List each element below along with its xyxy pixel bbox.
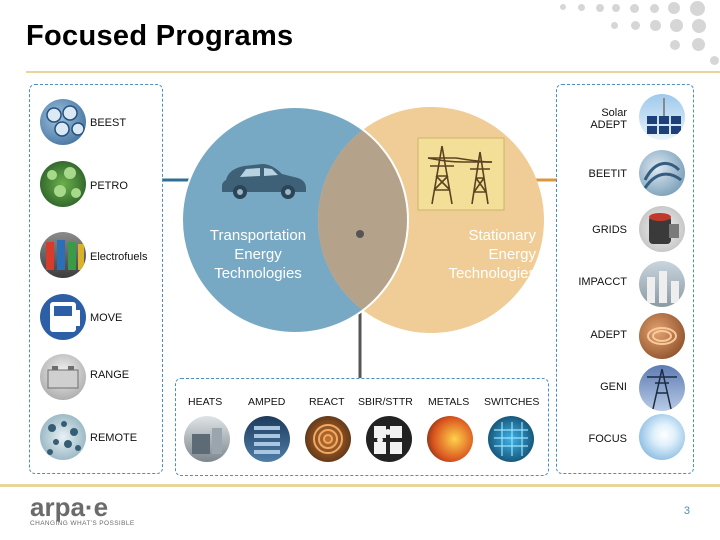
left-program-label: REMOTE [90,432,138,444]
transmission-tower-icon [639,365,685,411]
copper-coil-icon [639,313,685,359]
page-number: 3 [683,505,690,517]
bottom-program-label: REACT [309,396,345,408]
left-program-label: PETRO [90,180,128,192]
left-program-label: MOVE [90,312,123,324]
fuel-pumps-icon [40,232,86,278]
logo-tagline: CHANGING WHAT'S POSSIBLE [30,520,135,527]
right-program-label: GRIDS [592,224,627,236]
left-program-label: Electrofuels [90,251,148,263]
svg-text:arpa·e: arpa·e [30,494,108,522]
right-program-label: IMPACCT [578,276,627,288]
footer-divider [0,484,720,487]
right-program-label: Solar ADEPT [590,107,627,131]
arpa-e-logo: arpa·e [30,492,140,532]
right-program-label: BEETIT [588,168,627,180]
battery-cells-icon [40,99,86,145]
molten-metal-icon [427,416,473,462]
transportation-label: Transportation Energy Technologies [209,227,307,282]
right-program-label: GENI [600,381,627,393]
left-program-label: BEEST [90,117,127,129]
left-programs-panel [29,84,163,474]
plant-cells-icon [40,161,86,207]
stationary-label: Stationary Energy Technologies [448,227,536,282]
right-programs-panel [556,84,694,474]
bottom-program-label: AMPED [248,396,286,408]
gas-tank-icon [40,294,86,340]
solar-panel-icon [639,94,685,140]
bottom-program-label: SBIR/STTR [358,396,413,408]
puzzle-pieces-icon [366,416,412,462]
right-program-label: ADEPT [590,329,627,341]
right-program-label: FOCUS [588,433,628,445]
sun-icon [639,414,685,460]
cooling-pipes-icon [639,150,685,196]
storage-drum-icon [639,206,685,252]
thermal-equipment-icon [184,416,230,462]
page-title: Focused Programs [26,20,294,52]
magnet-coil-icon [305,416,351,462]
dot-pattern [0,0,720,80]
server-rack-icon [244,416,290,462]
microbes-icon [40,414,86,460]
bottom-program-label: HEATS [188,396,223,408]
bottom-program-label: METALS [428,396,470,408]
left-program-label: RANGE [90,369,130,381]
car-icon [222,164,306,199]
car-battery-icon [40,354,86,400]
overlap-region [318,107,408,333]
power-plant-icon [639,261,685,307]
title-divider [26,71,720,73]
pylon-icon [417,137,505,211]
bottom-program-label: SWITCHES [484,396,540,408]
bottom-programs-panel [175,378,549,476]
circuit-board-icon [488,416,534,462]
